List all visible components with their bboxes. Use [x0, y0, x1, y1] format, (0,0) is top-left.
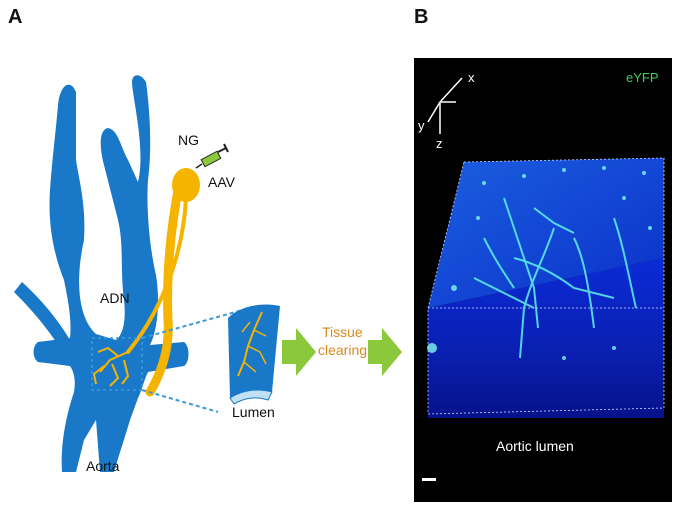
axis-z-label: z	[436, 136, 443, 151]
label-tissue: Tissue	[322, 324, 363, 340]
aortic-lumen-caption: Aortic lumen	[496, 438, 574, 454]
nodose-ganglion	[172, 168, 200, 202]
vessel-gap	[85, 233, 121, 328]
eyfp-channel-label: eYFP	[626, 70, 659, 85]
label-aorta: Aorta	[86, 458, 120, 474]
label-clearing: clearing	[318, 342, 368, 358]
green-arrow-right	[368, 328, 402, 376]
panel-b-label: B	[414, 6, 429, 28]
label-adn: ADN	[100, 290, 130, 306]
label-lumen: Lumen	[232, 404, 275, 420]
eyfp-specks	[427, 166, 652, 360]
microscopy-image-panel: x y z eYFP Aortic lumen	[414, 58, 672, 502]
eyfp-nerve-fibers	[473, 197, 637, 359]
aav-syringe-icon	[195, 143, 229, 169]
nerve-endings	[92, 346, 130, 387]
volume-front-face	[428, 258, 664, 418]
left-branch-vessel	[14, 282, 70, 348]
zoom-line-bottom	[141, 389, 219, 413]
microscopy-render	[422, 77, 665, 481]
region-of-interest-box	[91, 337, 143, 391]
nerve-thin-branch	[126, 196, 188, 354]
axis-x-label: x	[468, 70, 475, 85]
volume-outline	[427, 157, 665, 415]
aorta-vessel-shape	[33, 75, 189, 472]
label-aav: AAV	[208, 174, 235, 190]
axis-y-label: y	[418, 118, 425, 133]
panel-a-label: A	[8, 6, 23, 28]
nodose-ganglion-nerve	[145, 175, 185, 397]
zoom-line-top	[141, 307, 251, 339]
green-arrow-left	[282, 328, 316, 376]
axes-indicator	[427, 77, 463, 134]
lumen-inset	[228, 304, 280, 405]
scale-bar	[422, 478, 436, 481]
label-ng: NG	[178, 132, 199, 148]
